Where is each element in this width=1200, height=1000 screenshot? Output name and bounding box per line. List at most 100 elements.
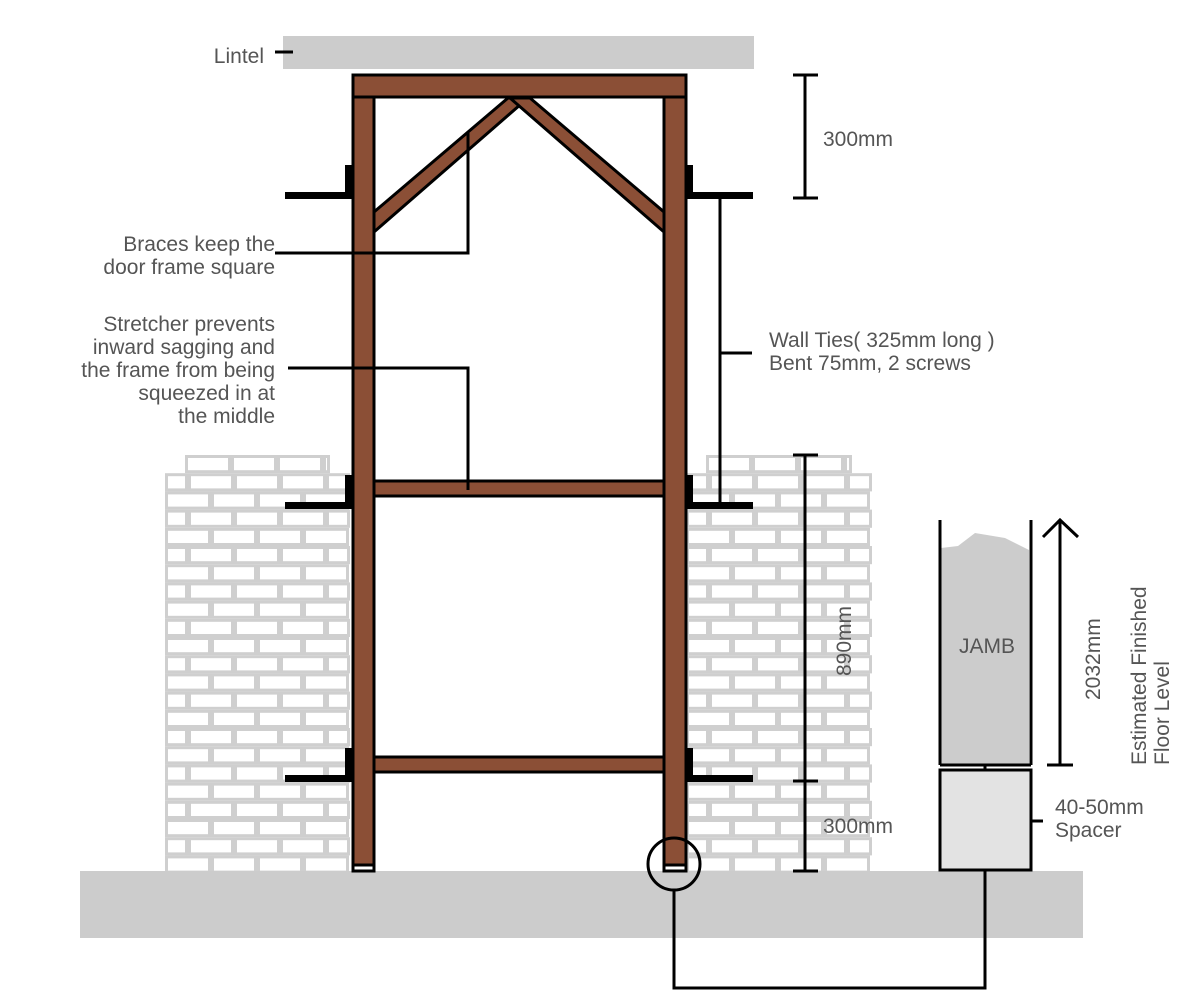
brick [686,709,732,728]
brick [732,637,778,656]
brick [709,655,755,674]
leader-lines [275,50,1043,990]
brick [326,837,350,856]
brick [755,582,801,601]
brick [188,473,234,492]
brick [824,564,870,583]
brick [686,728,709,747]
brick [709,728,755,747]
brick [234,509,280,528]
dim-top-label: 300mm [823,128,893,151]
brick [801,800,847,819]
finished-floor-label-2: Floor Level [1151,661,1174,765]
brick [755,837,801,856]
braces-label-1: Braces keep the [123,233,275,256]
brick [801,618,847,637]
brick [326,618,350,637]
brick [188,655,234,674]
brick [326,546,350,565]
wall-ties-label-1: Wall Ties( 325mm long ) [769,329,995,352]
brick [326,509,350,528]
brick [755,618,801,637]
brick [801,473,847,492]
spacer-label-1: 40-50mm [1055,796,1144,819]
door-frame [351,73,688,873]
brick [847,655,872,674]
dimension-lines [793,73,1080,873]
brick [188,582,234,601]
brick [686,673,732,692]
brick [280,655,326,674]
stretcher-label-5: the middle [178,405,275,428]
brick [709,509,755,528]
lintel [283,36,754,69]
brick [303,782,349,801]
brick [188,764,234,783]
brick [686,582,709,601]
brick [847,582,872,601]
brick [824,637,870,656]
brick [257,637,303,656]
brick [234,618,280,637]
brick [280,618,326,637]
brick [211,637,257,656]
brick [303,600,349,619]
brick [303,527,349,546]
brick [686,655,709,674]
dim-2032-label: 2032mm [1082,618,1105,700]
brick [257,782,303,801]
brick [778,491,824,510]
brick [188,618,234,637]
brick [709,473,755,492]
brick [801,728,847,747]
brick [801,764,847,783]
brick [165,473,188,492]
brick [165,546,188,565]
brick [188,509,234,528]
brick [231,455,277,474]
brick [165,673,211,692]
brick [801,582,847,601]
brick [211,673,257,692]
dim-890-label: 890mm [833,606,856,676]
stretcher-label-3: the frame from being [81,359,275,382]
brick [165,819,211,838]
stretcher-label-2: inward sagging and [93,336,275,359]
brick [732,819,778,838]
brick [778,637,824,656]
brick [686,509,709,528]
brick [211,600,257,619]
brick [801,509,847,528]
brick [686,746,732,765]
right-brace [505,96,666,236]
brick [165,491,211,510]
brick [211,782,257,801]
brick [824,527,870,546]
brick [686,546,709,565]
brick [732,564,778,583]
brick [303,637,349,656]
brick [165,764,188,783]
wall-ties-label-2: Bent 75mm, 2 screws [769,352,971,375]
brick [234,800,280,819]
brick [165,527,211,546]
brick [686,819,732,838]
brick [732,673,778,692]
brick [709,800,755,819]
brick [801,837,847,856]
spacer-label-2: Spacer [1055,819,1122,842]
brick [847,764,872,783]
brick [847,509,872,528]
brick [234,546,280,565]
brick [165,837,188,856]
brick [165,655,188,674]
brick [257,564,303,583]
dim-bottom-label: 300mm [823,815,893,838]
brick [801,655,847,674]
brick [686,691,709,710]
left-brace [372,96,533,236]
brick [188,837,234,856]
brick [234,764,280,783]
